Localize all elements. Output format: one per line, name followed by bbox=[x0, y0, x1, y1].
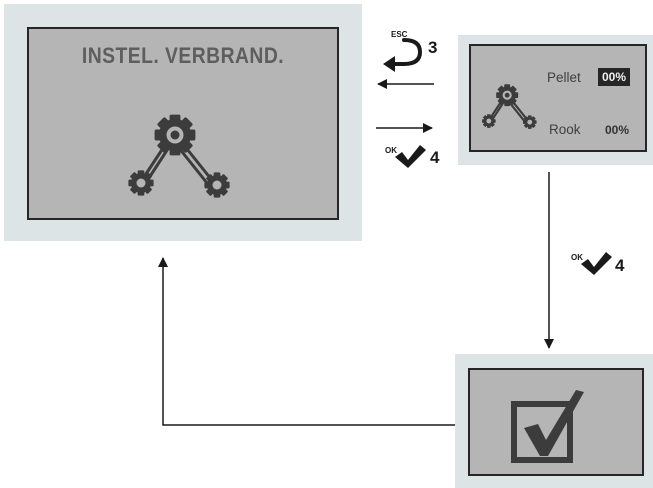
confirm-screen-display bbox=[468, 368, 644, 476]
rook-value: 00% bbox=[605, 123, 630, 137]
ok-key-label: OK bbox=[385, 146, 397, 155]
main-screen-display: INSTEL. VERBRAND. bbox=[27, 27, 339, 220]
checkbox-checked-icon bbox=[511, 390, 584, 463]
return-path-line bbox=[158, 257, 455, 426]
main-screen-title: INSTEL. VERBRAND. bbox=[81, 43, 285, 68]
ok-step-number-down: 4 bbox=[615, 256, 625, 275]
gear-cluster-icon bbox=[482, 84, 537, 129]
esc-key-label: ESC bbox=[391, 30, 408, 39]
pellet-value: 00% bbox=[598, 68, 631, 86]
ok-key-label: OK bbox=[571, 253, 583, 262]
ok-step-number-right: 4 bbox=[430, 148, 440, 167]
gear-cluster-icon bbox=[128, 114, 230, 198]
detail-screen-display: Pellet 00% Rook 00% bbox=[469, 44, 647, 152]
ok-check-icon bbox=[581, 252, 612, 275]
esc-return-arrow-icon bbox=[383, 38, 423, 72]
rook-label: Rook bbox=[549, 122, 581, 137]
esc-step-number: 3 bbox=[428, 38, 438, 57]
pellet-label: Pellet bbox=[547, 70, 581, 85]
ok-check-icon bbox=[395, 145, 426, 168]
